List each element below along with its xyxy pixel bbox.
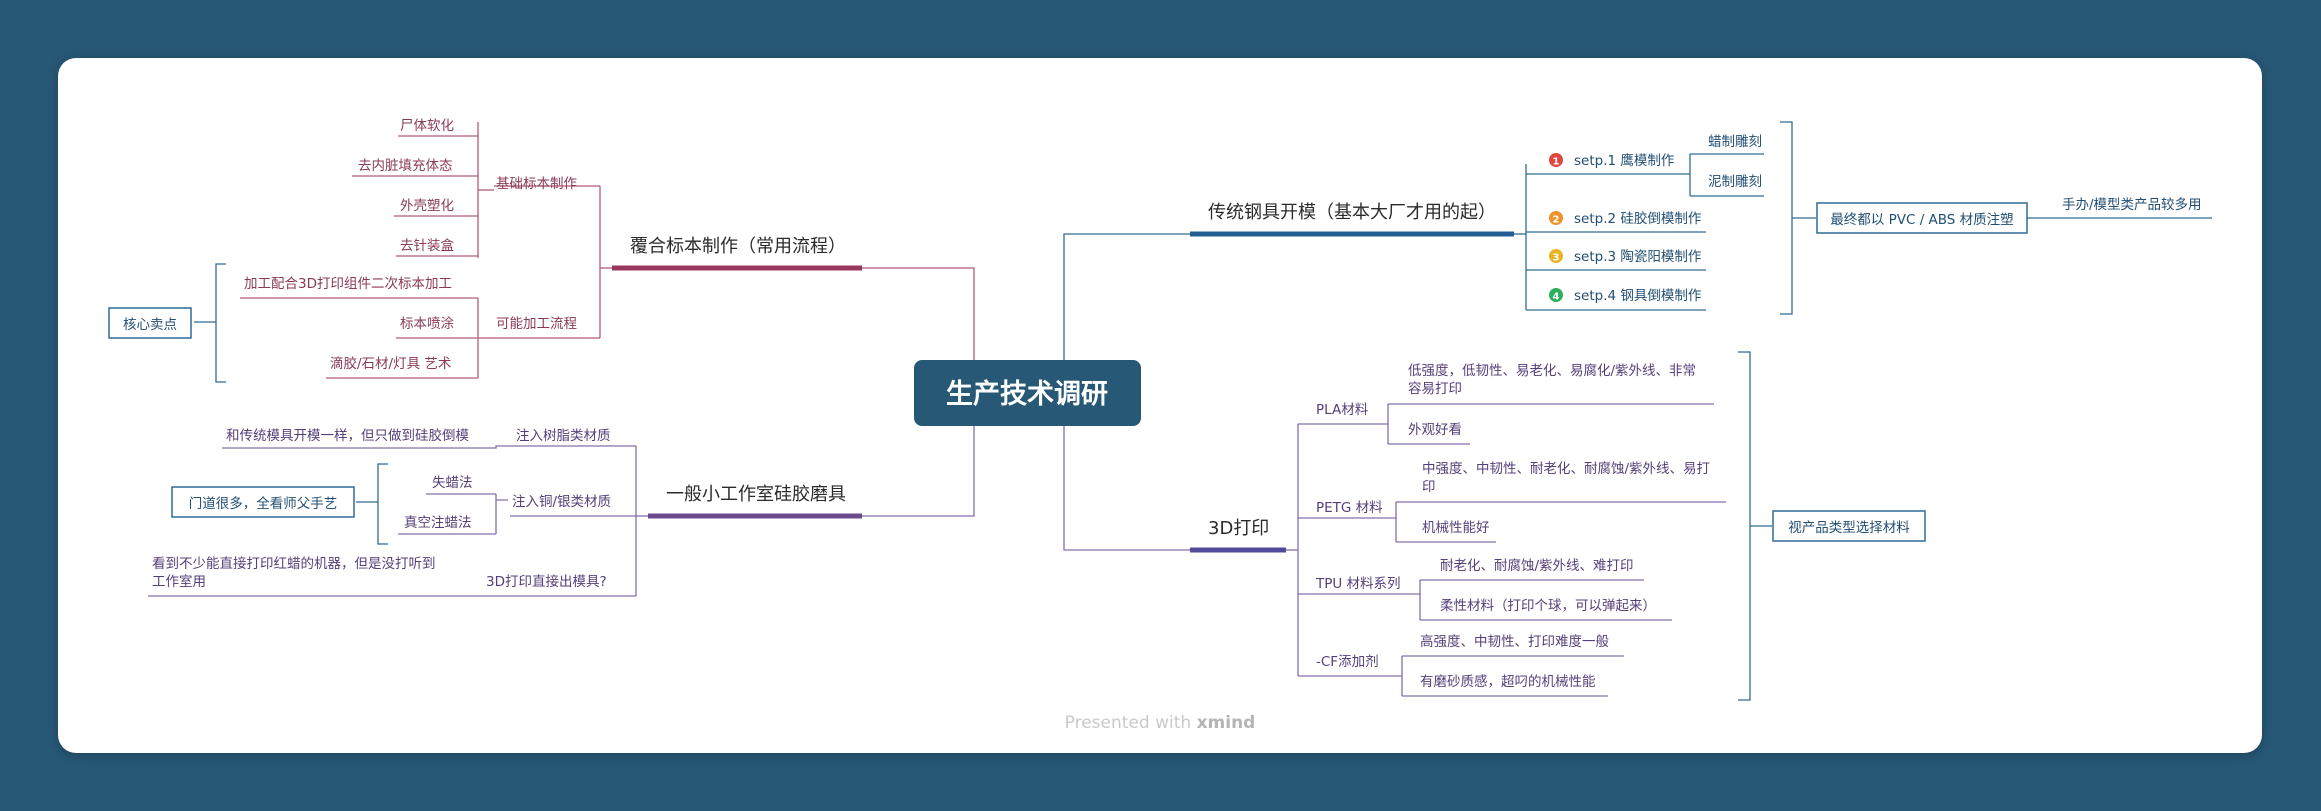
coat-summary-bracket bbox=[215, 263, 226, 383]
step-4-badge-number: 4 bbox=[1553, 292, 1560, 303]
topic-printing[interactable]: 3D打印 bbox=[1190, 518, 1286, 553]
sub-item-clay: 泥制雕刻 bbox=[1708, 174, 1762, 190]
pla-item-1a: 低强度，低韧性、易老化、易腐化/紫外线、非常 bbox=[1408, 363, 1696, 379]
topic-silicone[interactable]: 一般小工作室硅胶磨具 bbox=[648, 484, 862, 519]
steel-step-2[interactable]: 2 setp.2 硅胶倒模制作 bbox=[1549, 210, 1701, 227]
printing-summary[interactable]: 视产品类型选择材料 bbox=[1772, 510, 1926, 542]
basic-item-4: 去针装盒 bbox=[400, 237, 454, 254]
central-title: 生产技术调研 bbox=[946, 379, 1108, 410]
steel-summary[interactable]: 最终都以 PVC / ABS 材质注塑 bbox=[1816, 202, 2028, 234]
coat-summary[interactable]: 核心卖点 bbox=[108, 307, 192, 339]
step1-sub-vertical bbox=[1688, 154, 1691, 196]
topic-steel[interactable]: 传统钢具开模（基本大厂才用的起） bbox=[1190, 202, 1514, 237]
step-4-label: setp.4 钢具倒模制作 bbox=[1574, 288, 1701, 304]
coat-process-label: 可能加工流程 bbox=[496, 316, 577, 332]
pla-item-2: 外观好看 bbox=[1408, 422, 1462, 438]
footer-credit: Presented with xmind bbox=[1065, 713, 1256, 733]
topic-coat[interactable]: 覆合标本制作（常用流程） bbox=[612, 236, 862, 271]
footer-prefix: Presented with bbox=[1065, 713, 1197, 733]
step-1-badge-icon bbox=[1549, 153, 1563, 167]
step-2-badge-number: 2 bbox=[1553, 215, 1560, 226]
cf-item-1: 高强度、中韧性、打印难度一般 bbox=[1420, 633, 1609, 650]
tpu-item-2: 柔性材料（打印个球，可以弹起来） bbox=[1440, 597, 1656, 614]
resin-underline bbox=[222, 445, 510, 449]
silicone-summary[interactable]: 门道很多，全看师父手艺 bbox=[171, 486, 355, 518]
process-item-3: 滴胶/石材/灯具 艺术 bbox=[330, 355, 451, 372]
basic-item-2: 去内脏填充体态 bbox=[358, 158, 453, 174]
material-cf-label: -CF添加剂 bbox=[1316, 654, 1379, 670]
petg-item-1a: 中强度、中韧性、耐老化、耐腐蚀/紫外线、易打 bbox=[1422, 460, 1710, 477]
silicone-arms bbox=[482, 445, 636, 597]
step-3-badge-number: 3 bbox=[1553, 253, 1560, 264]
sub-item-wax: 蜡制雕刻 bbox=[1708, 134, 1762, 150]
connector-coat bbox=[862, 267, 975, 360]
steel-tail-label: 手办/模型类产品较多用 bbox=[2062, 196, 2202, 213]
coat-basic-label: 基础标本制作 bbox=[496, 175, 577, 192]
silicone-summary-label: 门道很多，全看师父手艺 bbox=[189, 495, 338, 512]
basic-item-1: 尸体软化 bbox=[400, 118, 454, 134]
cf-item-2: 有磨砂质感，超叼的机械性能 bbox=[1420, 673, 1596, 690]
petg-item-2: 机械性能好 bbox=[1422, 520, 1490, 536]
pla-item-1b: 容易打印 bbox=[1408, 380, 1462, 397]
coat-summary-label: 核心卖点 bbox=[123, 317, 177, 333]
step-3-badge-icon bbox=[1549, 249, 1563, 263]
step-2-badge-icon bbox=[1549, 211, 1563, 225]
connector-silicone bbox=[862, 426, 975, 517]
connector-steel bbox=[1063, 233, 1190, 360]
process-item-1: 加工配合3D打印组件二次标本加工 bbox=[244, 275, 452, 292]
printing-summary-label: 视产品类型选择材料 bbox=[1788, 520, 1910, 536]
metal-item-1: 失蜡法 bbox=[432, 475, 473, 491]
coat-arms bbox=[494, 185, 600, 339]
print3d-item-2: 工作室用 bbox=[152, 573, 206, 590]
step-4-badge-icon bbox=[1549, 288, 1563, 302]
tpu-item-1: 耐老化、耐腐蚀/紫外线、难打印 bbox=[1440, 557, 1634, 574]
process-item-2: 标本喷涂 bbox=[400, 316, 454, 332]
steel-summary-bracket bbox=[1780, 121, 1793, 315]
pla-underlines bbox=[1388, 403, 1714, 445]
petg-underlines bbox=[1396, 501, 1726, 543]
steel-step-4[interactable]: 4 setp.4 钢具倒模制作 bbox=[1549, 288, 1701, 304]
resin-item-1: 和传统模具开模一样，但只做到硅胶倒模 bbox=[226, 427, 469, 444]
printing-arms bbox=[1298, 423, 1406, 677]
petg-item-1b: 印 bbox=[1422, 479, 1436, 495]
metal-underlines bbox=[398, 493, 496, 535]
connector-printing bbox=[1063, 426, 1190, 551]
basic-item-3: 外壳塑化 bbox=[400, 198, 454, 214]
step-3-label: setp.3 陶瓷阳模制作 bbox=[1574, 249, 1701, 265]
steel-summary-label: 最终都以 PVC / ABS 材质注塑 bbox=[1830, 212, 2013, 228]
metal-label: 注入铜/银类材质 bbox=[512, 494, 611, 510]
basic-underlines bbox=[352, 135, 478, 257]
material-pla-label: PLA材料 bbox=[1316, 402, 1369, 418]
process-underlines bbox=[240, 297, 478, 379]
canvas-card bbox=[58, 58, 2262, 753]
resin-label: 注入树脂类材质 bbox=[516, 428, 611, 444]
steel-arms bbox=[1526, 173, 1706, 311]
steel-step-3[interactable]: 3 setp.3 陶瓷阳模制作 bbox=[1549, 249, 1701, 265]
print3d-item-1: 看到不少能直接打印红蜡的机器，但是没打听到 bbox=[152, 555, 436, 572]
topic-silicone-title: 一般小工作室硅胶磨具 bbox=[666, 484, 846, 505]
print3d-label: 3D打印直接出模具? bbox=[486, 573, 607, 590]
tpu-underlines bbox=[1406, 579, 1672, 621]
step-1-label: setp.1 鹰模制作 bbox=[1574, 153, 1674, 169]
central-node[interactable]: 生产技术调研 bbox=[914, 360, 1141, 426]
silicone-summary-bracket bbox=[377, 463, 388, 545]
printing-summary-bracket bbox=[1738, 351, 1751, 701]
material-tpu-label: TPU 材料系列 bbox=[1315, 576, 1401, 592]
metal-item-2: 真空注蜡法 bbox=[404, 515, 472, 531]
metal-vertical bbox=[495, 494, 508, 534]
topic-printing-title: 3D打印 bbox=[1208, 518, 1269, 539]
step-2-label: setp.2 硅胶倒模制作 bbox=[1574, 210, 1701, 227]
step1-sub-underlines bbox=[1690, 153, 1764, 197]
footer-brand: xmind bbox=[1197, 713, 1256, 733]
topic-coat-title: 覆合标本制作（常用流程） bbox=[630, 236, 846, 257]
cf-underlines bbox=[1388, 655, 1624, 697]
material-petg-label: PETG 材料 bbox=[1316, 500, 1383, 516]
steel-step-1[interactable]: 1 setp.1 鹰模制作 bbox=[1549, 153, 1674, 169]
step-1-badge-number: 1 bbox=[1553, 157, 1560, 168]
topic-steel-title: 传统钢具开模（基本大厂才用的起） bbox=[1208, 202, 1496, 223]
